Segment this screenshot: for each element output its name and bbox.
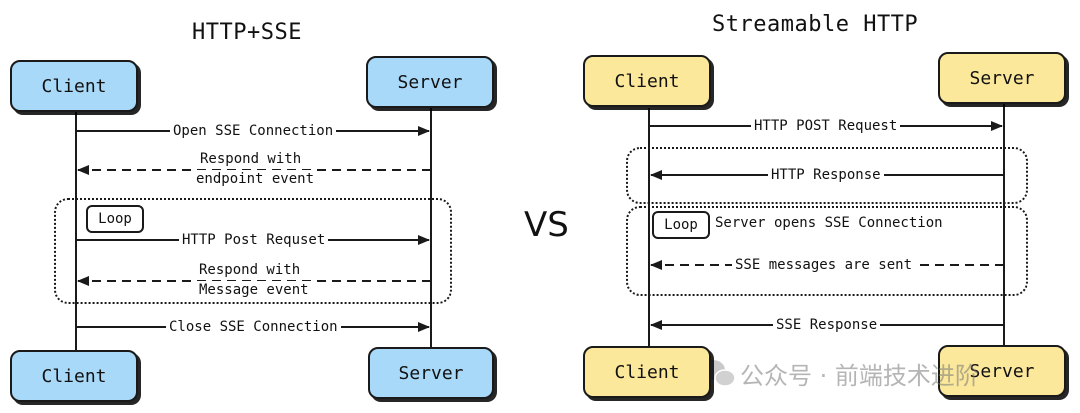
right-sse-response-label: SSE Response <box>773 316 881 334</box>
left-loop-label: Loop <box>98 211 132 227</box>
right-server-opens-label: Server opens SSE Connection <box>712 214 946 232</box>
right-loop-label: Loop <box>664 217 698 233</box>
watermark-text: 公众号 · 前端技术进阶 <box>740 362 979 390</box>
left-server-label-top: Server <box>397 71 463 93</box>
left-respond-endpoint-label-1: Respond with <box>197 150 305 168</box>
left-client-label-bottom: Client <box>41 365 107 387</box>
vs-label: VS <box>524 205 569 245</box>
right-client-box-bottom: Client <box>583 346 711 398</box>
left-server-box-top: Server <box>366 56 494 108</box>
right-loop-tag: Loop <box>652 211 710 239</box>
right-client-label-top: Client <box>614 70 680 92</box>
left-title: HTTP+SSE <box>192 20 302 45</box>
right-server-label-bottom: Server <box>969 360 1035 382</box>
right-response-label: HTTP Response <box>768 166 884 184</box>
right-server-box-bottom: Server <box>938 345 1066 397</box>
right-post-label: HTTP POST Request <box>751 117 901 135</box>
right-response-region <box>626 147 1028 204</box>
left-server-label-bottom: Server <box>398 362 464 384</box>
right-loop-region <box>626 206 1028 296</box>
right-client-label-bottom: Client <box>614 361 680 383</box>
right-server-box-top: Server <box>938 52 1066 104</box>
left-respond-message-label-2: Message event <box>196 281 312 299</box>
left-open-label: Open SSE Connection <box>170 122 337 140</box>
left-client-label-top: Client <box>41 75 107 97</box>
right-title: Streamable HTTP <box>712 12 919 37</box>
right-client-box-top: Client <box>583 55 711 107</box>
left-client-box-bottom: Client <box>10 350 138 402</box>
left-close-label: Close SSE Connection <box>166 318 341 336</box>
left-loop-tag: Loop <box>86 205 144 233</box>
right-server-label-top: Server <box>969 67 1035 89</box>
left-post-label: HTTP Post Requset <box>179 231 329 249</box>
left-respond-message-label-1: Respond with <box>196 261 304 279</box>
left-client-box-top: Client <box>10 60 138 112</box>
left-loop-region <box>54 198 452 304</box>
left-respond-endpoint-label-2: endpoint event <box>193 170 318 188</box>
right-sse-messages-label: SSE messages are sent <box>732 256 916 274</box>
left-server-box-bottom: Server <box>368 347 494 399</box>
